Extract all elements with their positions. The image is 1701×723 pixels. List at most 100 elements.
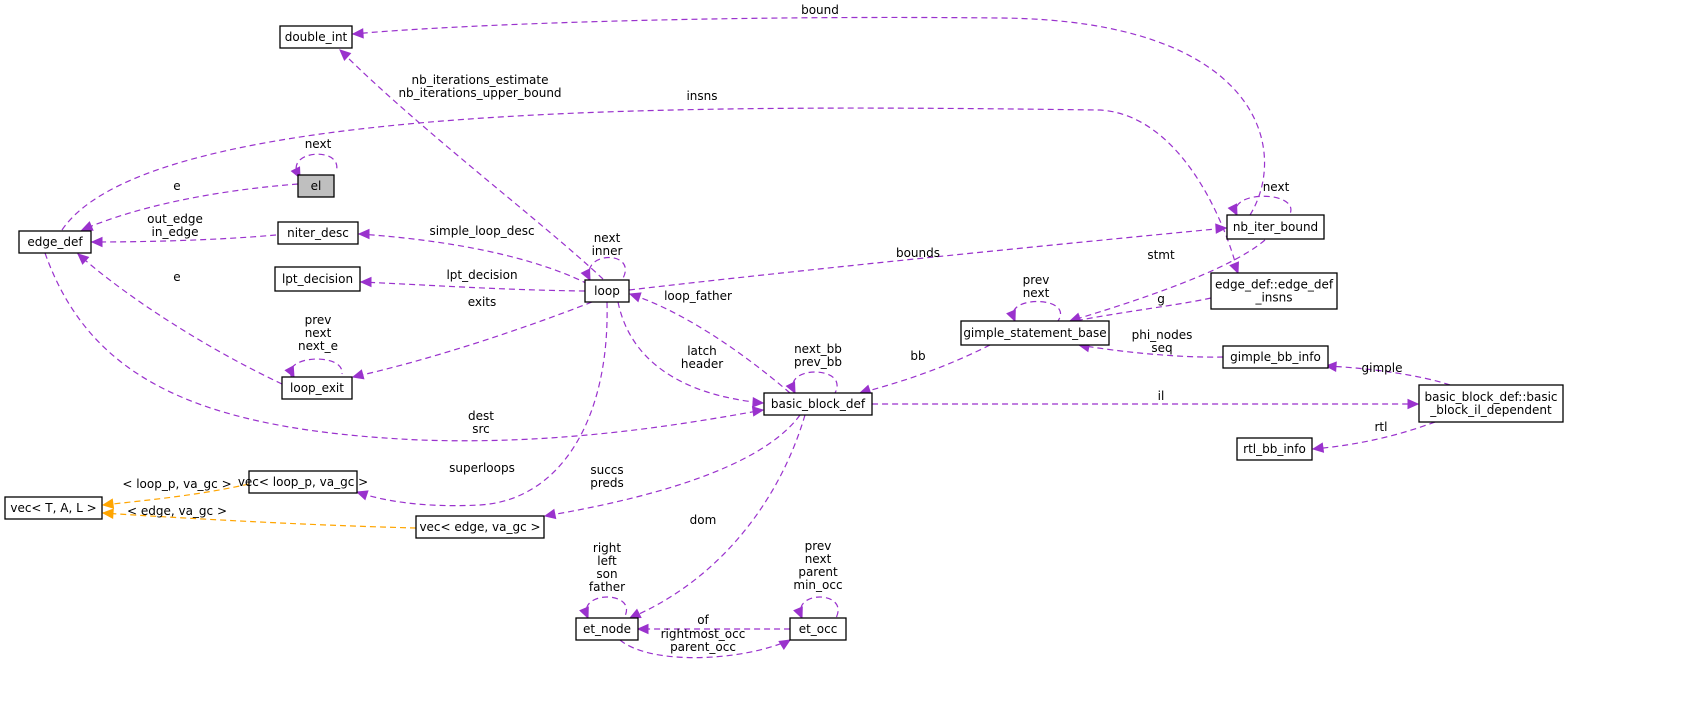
edge-label-bounds: bounds [896, 246, 940, 260]
edge-label-tmpl-edge: < edge, va_gc > [127, 504, 227, 518]
node-et-node[interactable]: et_node [575, 617, 639, 641]
edge-of [636, 623, 790, 635]
edge-label-nb-self: next [1263, 180, 1290, 194]
arrowhead [751, 406, 765, 417]
edge-path [1325, 365, 1451, 386]
arrowhead [628, 292, 642, 303]
edge-path [1235, 195, 1292, 217]
edge-loop-self [580, 256, 626, 282]
node-nb-iter-bound[interactable]: nb_iter_bound [1226, 214, 1325, 240]
edge-gimple [1324, 361, 1451, 386]
edge-loop-father [628, 292, 791, 394]
node-lpt-decision[interactable]: lpt_decision [274, 266, 361, 292]
node-bb-il-dep[interactable]: basic_block_def::basic_block_il_dependen… [1418, 384, 1564, 423]
node-gimple-bb-info[interactable]: gimple_bb_info [1222, 345, 1329, 369]
node-box [18, 230, 92, 254]
edge-path [585, 596, 628, 619]
edge-label-el-self: next [305, 137, 332, 151]
edge-bound [351, 16, 1266, 216]
edge-label-el-edge: e [173, 179, 180, 193]
edge-loop-to-double-int [339, 49, 604, 280]
edge-path [1312, 421, 1436, 450]
node-basic-block-def[interactable]: basic_block_def [763, 392, 873, 416]
node-box [248, 470, 358, 494]
edge-label-loopexit-edge: e [173, 270, 180, 284]
edge-path [339, 49, 604, 280]
node-vec-edge[interactable]: vec< edge, va_gc > [415, 515, 545, 539]
edge-path [1069, 239, 1266, 322]
arrowhead [101, 508, 114, 519]
node-el[interactable]: el [297, 174, 335, 198]
arrowhead [543, 508, 557, 520]
node-box [1226, 214, 1325, 240]
node-vec-loop-p[interactable]: vec< loop_p, va_gc > [238, 470, 368, 494]
node-double-int[interactable]: double_int [279, 25, 353, 49]
edge-el-to-edge-def [80, 183, 299, 231]
node-box [281, 376, 353, 400]
node-label: double_int [285, 30, 348, 44]
edge-path [360, 281, 586, 292]
edge-il [872, 398, 1420, 410]
node-label: basic_block_def [771, 397, 866, 411]
edge-label-of: of [697, 613, 709, 627]
arrowhead [628, 608, 642, 619]
node-gimple-statement-base[interactable]: gimple_statement_base [960, 320, 1110, 346]
node-box [277, 221, 359, 245]
edge-path [352, 301, 593, 378]
arrowhead [580, 268, 591, 282]
node-label: et_node [583, 622, 631, 636]
edge-et-self [579, 596, 628, 620]
arrowhead [1229, 261, 1239, 275]
edge-bb-self [785, 371, 838, 395]
arrowhead [80, 221, 94, 231]
node-loop-exit[interactable]: loop_exit [281, 376, 353, 400]
arrowhead [785, 381, 796, 395]
edge-simple-loop-desc [357, 228, 589, 285]
node-et-occ[interactable]: et_occ [789, 617, 847, 641]
arrowhead [284, 365, 295, 379]
edge-latch-header [617, 301, 765, 408]
edge-path [358, 233, 589, 285]
node-box [297, 174, 335, 198]
edge-path [619, 639, 791, 659]
arrowhead [359, 276, 372, 288]
edge-path [352, 16, 1266, 216]
edge-path [617, 301, 764, 404]
node-label: vec< loop_p, va_gc > [238, 475, 368, 489]
edge-path [1078, 344, 1224, 358]
node-label: nb_iter_bound [1233, 220, 1318, 234]
node-label: loop [594, 284, 620, 298]
edge-occ-self [793, 596, 839, 620]
edge-path [629, 293, 791, 394]
node-label: et_occ [799, 622, 838, 636]
node-vec-T[interactable]: vec< T, A, L > [4, 496, 103, 520]
edge-gimple-self [1006, 300, 1062, 323]
edge-succs-preds [543, 414, 801, 520]
edge-rightmost-parent [619, 639, 792, 659]
node-loop[interactable]: loop [584, 279, 630, 303]
edge-path [102, 512, 417, 529]
nodes-layer: el edge_def double_int niter_desc lpt_decisi… [4, 25, 1564, 641]
node-edge-def[interactable]: edge_def [18, 230, 92, 254]
node-box [575, 617, 639, 641]
edge-path [628, 227, 1227, 291]
edge-insns [61, 107, 1239, 275]
arrowhead [77, 253, 90, 265]
arrowhead [351, 28, 364, 39]
edge-dest-src [44, 252, 765, 442]
arrowhead [351, 369, 365, 380]
node-niter-desc[interactable]: niter_desc [277, 221, 359, 245]
node-rtl-bb-info[interactable]: rtl_bb_info [1236, 437, 1313, 461]
edge-label-exits: exits [468, 295, 497, 309]
edge-label-dom: dom [690, 513, 717, 527]
arrowhead [1324, 361, 1337, 372]
node-box [1418, 384, 1564, 423]
edge-path [1069, 297, 1212, 323]
node-edge-def-insns[interactable]: edge_def::edge_def_insns [1210, 272, 1338, 310]
edge-label-bb: bb [910, 349, 925, 363]
edge-loopexit-self [284, 358, 343, 379]
edge-path [629, 414, 806, 619]
